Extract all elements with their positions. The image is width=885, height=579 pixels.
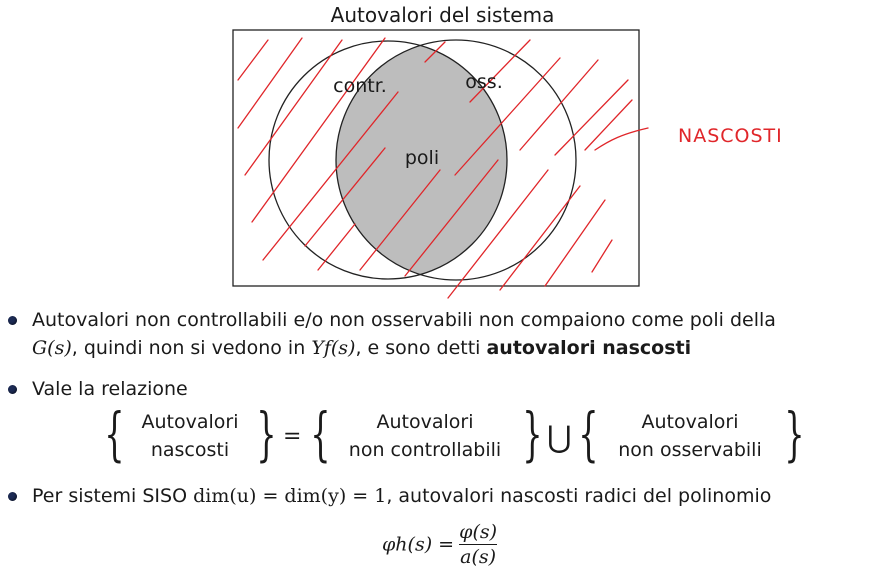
math-dim-equation: dim(u) = dim(y) = 1 — [193, 485, 387, 507]
bullet-1-tail: , e sono detti — [355, 337, 487, 359]
slide-title: Autovalori del sistema — [330, 3, 555, 27]
venn-diagram: contr. oss. poli NASCOSTI — [232, 29, 783, 299]
formula-lhs: φh(s) = — [382, 533, 455, 556]
bullet-1-line-2: G(s), quindi non si vedono in Yf(s), e s… — [32, 334, 691, 362]
math-Yf-of-s: Yf(s) — [311, 337, 356, 359]
set-uncontrollable-line-2: non controllabili — [348, 439, 502, 461]
universe-box — [232, 29, 640, 287]
set-hidden: Autovalori nascosti — [122, 408, 258, 464]
formula-phi-h: φh(s) = φ(s) a(s) — [382, 520, 498, 569]
annotation-hidden: NASCOSTI — [678, 125, 783, 147]
brace-close-mid: } — [522, 400, 543, 468]
bullet-marker-2 — [8, 385, 17, 394]
label-observable: oss. — [465, 71, 502, 93]
brace-close-left: } — [256, 400, 277, 468]
set-hidden-line-1: Autovalori — [141, 411, 239, 433]
formula-denominator: a(s) — [460, 546, 497, 569]
bullet-3-end: , autovalori nascosti radici del polinom… — [386, 485, 772, 507]
intersection-region — [336, 41, 507, 279]
left-circle-controllable — [268, 40, 508, 280]
brace-open-right: { — [578, 400, 599, 468]
formula-numerator: φ(s) — [459, 521, 498, 543]
hatch-lines — [237, 37, 649, 299]
formula-fraction: φ(s) a(s) — [459, 520, 498, 569]
brace-open-left: { — [104, 400, 125, 468]
fraction-bar — [459, 544, 498, 546]
brace-open-mid: { — [310, 400, 331, 468]
union-symbol: ⋃ — [547, 420, 572, 455]
set-uncontrollable: Autovalori non controllabili — [330, 408, 520, 464]
set-hidden-line-2: nascosti — [150, 439, 230, 461]
right-circle-observable — [335, 39, 577, 281]
equals-sign: = — [283, 424, 302, 449]
label-controllable: contr. — [333, 75, 387, 97]
set-uncontrollable-line-1: Autovalori — [376, 411, 474, 433]
math-G-of-s: G(s) — [32, 337, 72, 359]
brace-close-right: } — [784, 400, 805, 468]
bullet-marker-1 — [8, 316, 17, 325]
bullet-1-bold-term: autovalori nascosti — [486, 337, 692, 359]
bullet-3-line: Per sistemi SISO dim(u) = dim(y) = 1, au… — [32, 482, 771, 510]
set-unobservable-line-2: non osservabili — [618, 439, 762, 461]
set-unobservable: Autovalori non osservabili — [598, 408, 782, 464]
set-unobservable-line-1: Autovalori — [641, 411, 739, 433]
bullet-2-text: Vale la relazione — [32, 378, 188, 400]
bullet-marker-3 — [8, 492, 17, 501]
label-poles: poli — [405, 147, 439, 169]
bullet-3-start: Per sistemi SISO — [32, 485, 194, 507]
bullet-1-line-1: Autovalori non controllabili e/o non oss… — [32, 309, 776, 331]
bullet-1-mid: , quindi non si vedono in — [71, 337, 312, 359]
